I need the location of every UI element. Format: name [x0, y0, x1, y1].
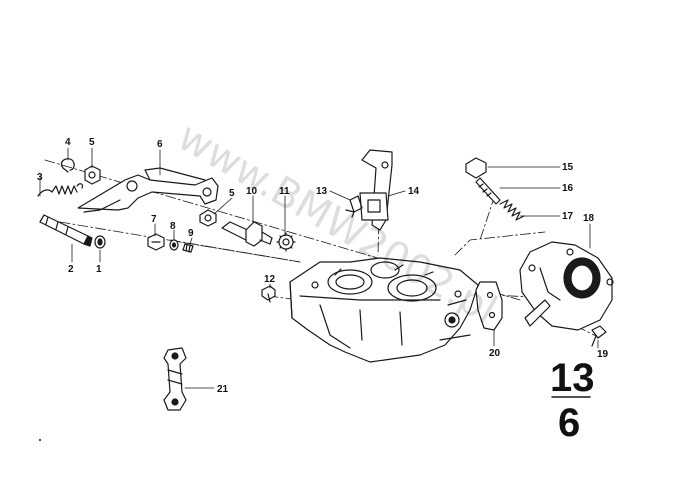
- part-5-washer-lower: [199, 209, 217, 227]
- callout-20: 20: [489, 348, 501, 359]
- part-13-switch-terminal: [345, 195, 363, 218]
- section-group-number: 13: [550, 356, 595, 400]
- callout-19: 19: [597, 349, 609, 360]
- carburetor-body: [289, 257, 479, 363]
- callout-5-lower: 5: [229, 188, 235, 199]
- part-16-screw-shank: [475, 177, 501, 205]
- callout-7: 7: [151, 214, 157, 225]
- callout-2: 2: [68, 264, 74, 275]
- part-1-washer: [94, 235, 106, 249]
- part-21-linkage-rod: [163, 347, 187, 411]
- callout-11: 11: [279, 186, 290, 197]
- part-6-throttle-lever: [77, 167, 219, 213]
- part-19-screw: [591, 325, 607, 347]
- part-3-spring: [37, 183, 84, 197]
- part-12-screw: [261, 285, 276, 303]
- callout-leader-lines: [39, 147, 599, 389]
- callout-21: 21: [217, 384, 229, 395]
- part-7-screw: [147, 233, 165, 251]
- stray-mark: [39, 439, 41, 441]
- part-8-washer: [169, 239, 179, 251]
- part-5-nut-upper: [84, 165, 101, 185]
- callout-8: 8: [170, 221, 176, 232]
- callout-18: 18: [583, 213, 595, 224]
- callout-12: 12: [264, 274, 276, 285]
- part-4-circlip: [60, 158, 75, 173]
- callout-13: 13: [316, 186, 328, 197]
- part-18-choke-housing: [519, 241, 614, 331]
- callout-numbers: 1 2 3 4 5 6 5 7 8 9 10 11 12 13 14 15 16…: [37, 137, 609, 395]
- callout-6: 6: [157, 139, 163, 150]
- callout-3: 3: [37, 172, 43, 183]
- section-subgroup-number: 6: [558, 401, 580, 445]
- part-15-screw-head: [465, 157, 487, 179]
- callout-14: 14: [408, 186, 420, 197]
- callout-4: 4: [65, 137, 71, 148]
- part-17-spring: [499, 199, 525, 221]
- part-9-spring-washer: [182, 243, 194, 253]
- part-20-gasket: [475, 281, 503, 331]
- part-11-lock-washer: [276, 232, 296, 252]
- callout-1: 1: [96, 264, 102, 275]
- part-10-spindle: [221, 221, 273, 247]
- callout-10: 10: [246, 186, 258, 197]
- part-14-bracket: [359, 149, 393, 231]
- callout-15: 15: [562, 162, 574, 173]
- callout-17: 17: [562, 211, 574, 222]
- callout-9: 9: [188, 228, 194, 239]
- callout-5-upper: 5: [89, 137, 95, 148]
- callout-16: 16: [562, 183, 574, 194]
- part-2-shaft: [39, 214, 93, 247]
